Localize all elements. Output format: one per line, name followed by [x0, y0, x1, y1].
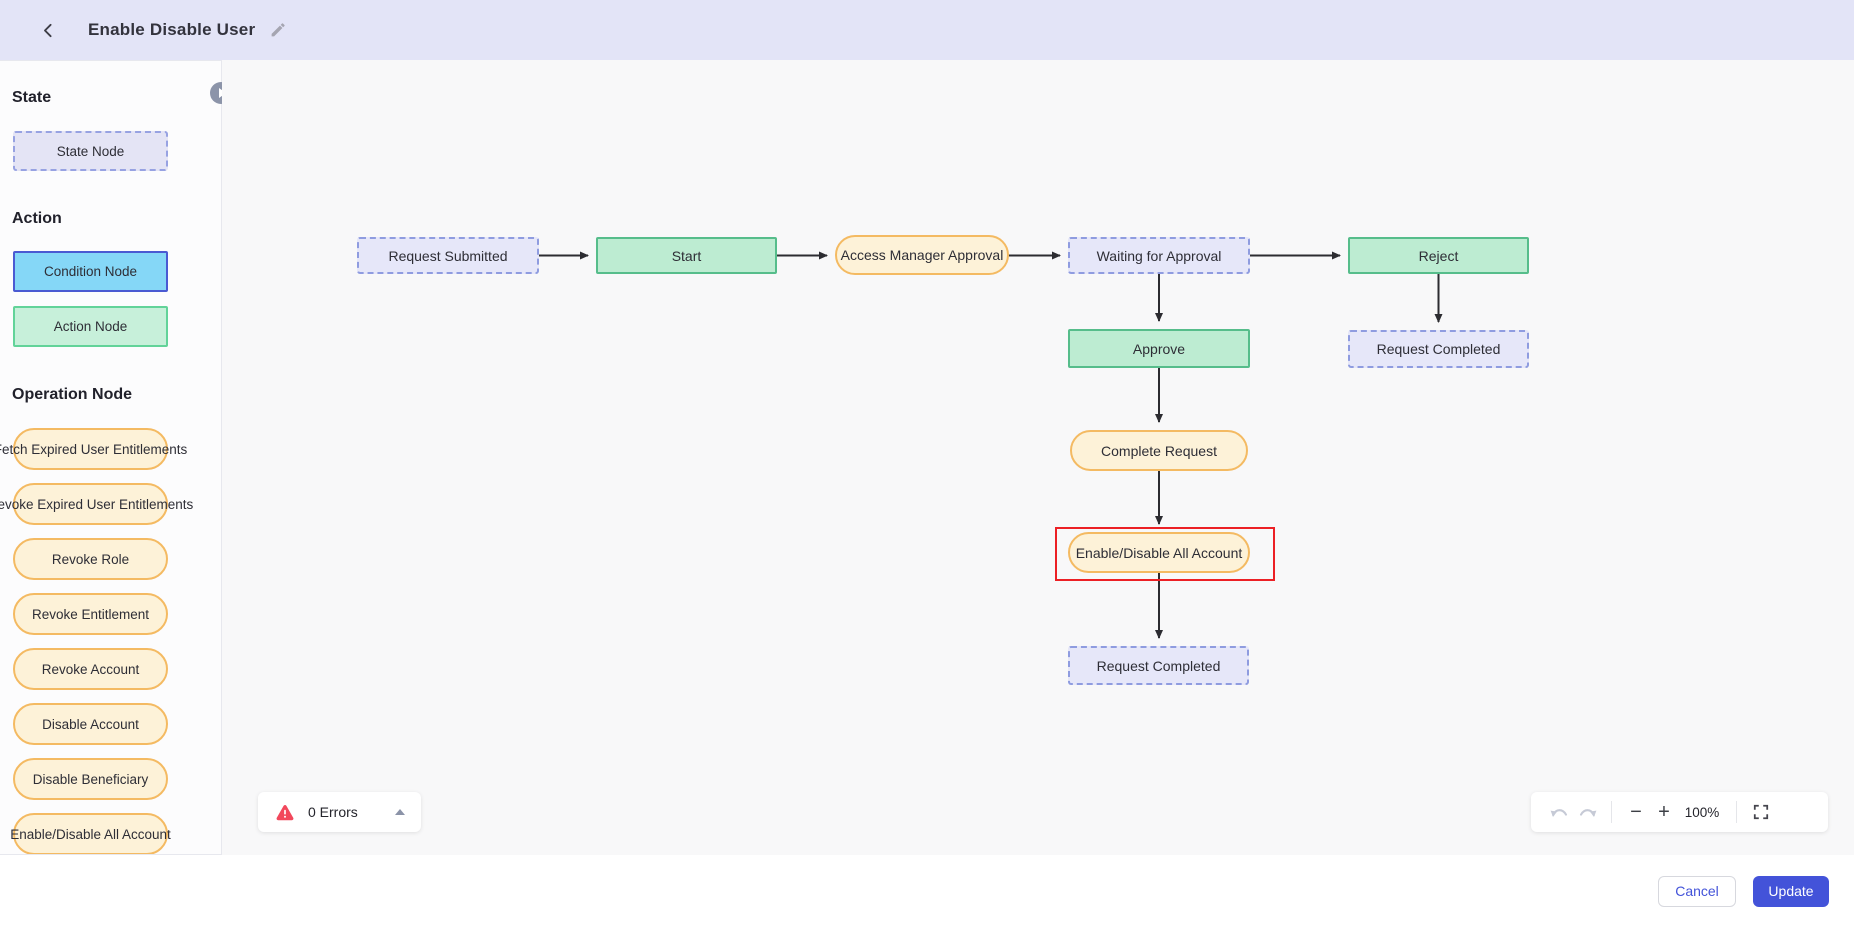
node-palette-sidebar: State State Node Action Condition Node A… — [0, 60, 222, 855]
zoom-out-button[interactable]: − — [1622, 798, 1650, 826]
flow-node-start[interactable]: Start — [596, 237, 777, 274]
node-label: Start — [671, 247, 702, 264]
chevron-left-icon — [40, 22, 57, 39]
palette-item-label: Enable/Disable All Account — [10, 826, 171, 842]
canvas-toolbar: − + 100% — [1531, 792, 1828, 832]
section-title-action: Action — [12, 210, 62, 227]
palette-item-label: Condition Node — [43, 264, 138, 279]
node-label: Access Manager Approval — [840, 247, 1004, 263]
node-label: Complete Request — [1101, 442, 1217, 459]
pencil-icon — [269, 21, 287, 39]
header: Enable Disable User — [0, 0, 1854, 60]
palette-item-enable-disable-all-account[interactable]: Enable/Disable All Account — [10, 813, 171, 854]
footer-bar: Cancel Update — [0, 855, 1854, 927]
node-label: Enable/Disable All Account — [1075, 544, 1243, 561]
flow-node-request-completed-reject-branch[interactable]: Request Completed — [1348, 330, 1529, 368]
palette-item-label: Revoke Entitlement — [31, 606, 150, 622]
palette-item-label: Fetch Expired User Entitlements — [0, 441, 188, 457]
palette-item-label: Revoke Role — [51, 551, 130, 567]
palette-item-label: State Node — [56, 143, 125, 159]
zoom-in-button[interactable]: + — [1650, 798, 1678, 826]
palette-item-label: Disable Beneficiary — [32, 771, 149, 787]
flow-node-enable-disable-all-account[interactable]: Enable/Disable All Account — [1068, 532, 1250, 573]
undo-arrow-icon — [1550, 806, 1569, 819]
node-label: Request Completed — [1096, 657, 1221, 674]
minus-icon: − — [1630, 801, 1642, 823]
flow-node-reject[interactable]: Reject — [1348, 237, 1529, 274]
fullscreen-button[interactable] — [1747, 798, 1775, 826]
errors-collapse-button[interactable] — [394, 808, 406, 816]
palette-item-label: Revoke Account — [41, 661, 140, 677]
errors-count-label: 0 Errors — [308, 804, 358, 820]
section-title-state: State — [12, 89, 52, 106]
section-title-operation-node: Operation Node — [12, 386, 133, 403]
errors-panel[interactable]: 0 Errors — [258, 792, 421, 832]
selection-highlight-rect — [1055, 527, 1275, 581]
node-label: Request Completed — [1376, 341, 1501, 357]
toolbar-divider — [1736, 801, 1737, 823]
palette-item-revoke-entitlement[interactable]: Revoke Entitlement — [13, 593, 168, 635]
node-label: Approve — [1132, 340, 1186, 357]
node-label: Waiting for Approval — [1096, 247, 1222, 264]
redo-button[interactable] — [1573, 798, 1601, 826]
palette-item-revoke-expired-user-entitlements[interactable]: Revoke Expired User Entitlements — [0, 483, 193, 525]
zoom-level-label: 100% — [1684, 804, 1720, 820]
undo-button[interactable] — [1545, 798, 1573, 826]
update-button[interactable]: Update — [1753, 875, 1829, 907]
node-label: Request Submitted — [388, 247, 508, 264]
palette-item-action-node[interactable]: Action Node — [13, 306, 168, 347]
flow-node-access-manager-approval[interactable]: Access Manager Approval — [835, 235, 1009, 275]
flow-edges — [539, 251, 1443, 639]
plus-icon: + — [1658, 801, 1670, 823]
palette-item-fetch-expired-user-entitlements[interactable]: Fetch Expired User Entitlements — [0, 428, 187, 470]
flow-node-approve[interactable]: Approve — [1068, 329, 1250, 368]
chevron-up-icon — [394, 808, 406, 816]
warning-triangle-icon — [275, 803, 295, 822]
toolbar-divider — [1611, 801, 1612, 823]
edit-title-button[interactable] — [268, 20, 288, 40]
flow-node-waiting-for-approval[interactable]: Waiting for Approval — [1068, 237, 1250, 274]
palette-item-state-node[interactable]: State Node — [13, 131, 168, 171]
palette-item-label: Revoke Expired User Entitlements — [0, 496, 194, 512]
flow-node-complete-request[interactable]: Complete Request — [1070, 430, 1248, 471]
redo-arrow-icon — [1578, 806, 1597, 819]
palette-item-disable-account[interactable]: Disable Account — [13, 703, 168, 745]
palette-item-label: Action Node — [53, 319, 128, 334]
back-button[interactable] — [36, 18, 60, 42]
cancel-button[interactable]: Cancel — [1658, 875, 1736, 907]
node-label: Reject — [1418, 247, 1459, 264]
fullscreen-icon — [1753, 804, 1769, 820]
palette-item-condition-node[interactable]: Condition Node — [13, 251, 168, 292]
palette-item-revoke-role[interactable]: Revoke Role — [13, 538, 168, 580]
palette-item-revoke-account[interactable]: Revoke Account — [13, 648, 168, 690]
page-title: Enable Disable User — [88, 20, 256, 39]
palette-item-disable-beneficiary[interactable]: Disable Beneficiary — [13, 758, 168, 800]
flow-node-request-completed-final[interactable]: Request Completed — [1068, 646, 1249, 685]
flow-node-request-submitted[interactable]: Request Submitted — [357, 237, 539, 274]
workflow-canvas[interactable]: Request Submitted Start Access Manager A… — [222, 60, 1854, 855]
palette-item-label: Disable Account — [42, 716, 139, 732]
